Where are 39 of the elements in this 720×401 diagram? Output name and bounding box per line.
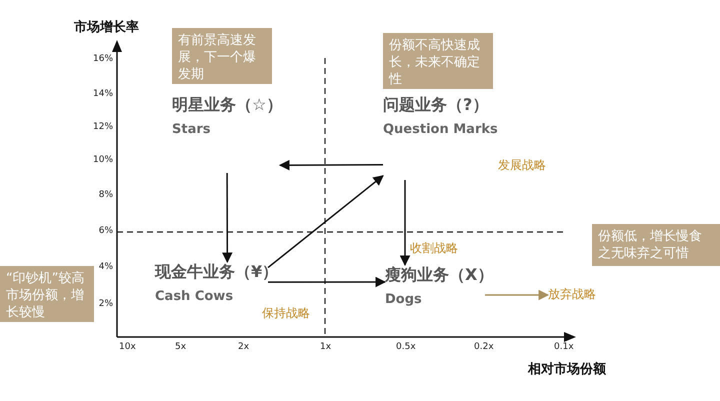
tick-label: 10% <box>93 155 113 165</box>
quadrant-subtitle: Stars <box>172 122 210 137</box>
arrow <box>400 180 410 266</box>
arrow <box>222 173 233 264</box>
arrow <box>278 160 383 170</box>
arrow <box>268 175 384 268</box>
tick-label: 1x <box>320 342 332 352</box>
tick-label: 6% <box>98 226 113 236</box>
quadrant-title: 瘦狗业务（X） <box>385 265 494 286</box>
tick-label: 0.1x <box>554 342 574 352</box>
quadrant-title: 现金牛业务（¥） <box>155 262 278 283</box>
tick-label: 0.5x <box>396 342 416 352</box>
quadrant-subtitle: Dogs <box>385 292 422 307</box>
note-card: 份额低，增长慢食之无味弃之可惜 <box>592 224 720 266</box>
note-card: “印钞机”较高市场份额，增长较慢 <box>0 266 94 322</box>
note-card: 份额不高快速成长，未来不确定性 <box>383 33 493 89</box>
tick-label: 0.2x <box>474 342 494 352</box>
strategy-text: 保持战略 <box>262 305 310 322</box>
tick-label: 2x <box>238 342 250 352</box>
quadrant-subtitle: Question Marks <box>383 122 498 137</box>
quadrant-title: 明星业务（☆） <box>172 95 282 116</box>
strategy-text: 收割战略 <box>410 240 458 257</box>
strategy-text: 放弃战略 <box>548 286 608 304</box>
tick-label: 12% <box>93 122 113 132</box>
tick-label: 14% <box>93 89 113 99</box>
arrow <box>268 276 386 288</box>
tick-label: 2% <box>98 299 113 309</box>
tick-label: 10x <box>119 342 136 352</box>
tick-label: 5x <box>175 342 186 352</box>
strategy-text: 发展战略 <box>498 157 546 174</box>
axis-title: 市场增长率 <box>74 18 139 36</box>
tick-label: 16% <box>93 54 113 64</box>
tick-label: 4% <box>98 262 113 272</box>
arrow <box>485 290 550 300</box>
quadrant-subtitle: Cash Cows <box>155 289 234 304</box>
tick-label: 8% <box>98 190 113 200</box>
quadrant-title: 问题业务（?） <box>383 95 488 116</box>
note-card: 有前景高速发展，下一个爆发期 <box>172 28 272 84</box>
axis-title: 相对市场份额 <box>528 360 606 378</box>
